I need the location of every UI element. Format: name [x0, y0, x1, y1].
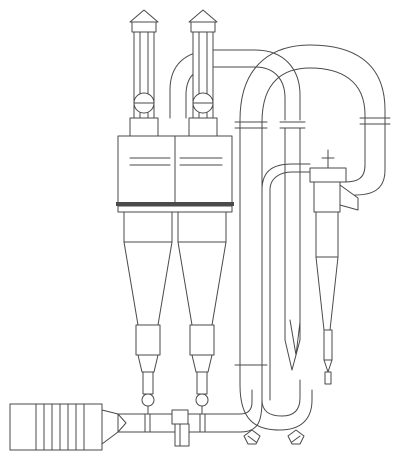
- main-drying-duct: [169, 49, 306, 371]
- small-cyclone: [261, 149, 359, 385]
- bottom-duct: [117, 389, 263, 433]
- exhaust-chimney-left: [129, 9, 159, 137]
- return-loop-duct: [234, 44, 391, 401]
- bag-filter-housing: [116, 135, 234, 213]
- riser-duct: [239, 189, 313, 431]
- exhaust-chimney-right: [188, 9, 218, 137]
- feed-hopper: [171, 409, 190, 447]
- cyclone-right: [177, 211, 227, 415]
- hot-air-furnace: [9, 403, 127, 451]
- cyclone-left: [123, 211, 173, 415]
- discharge-valves: [243, 429, 305, 445]
